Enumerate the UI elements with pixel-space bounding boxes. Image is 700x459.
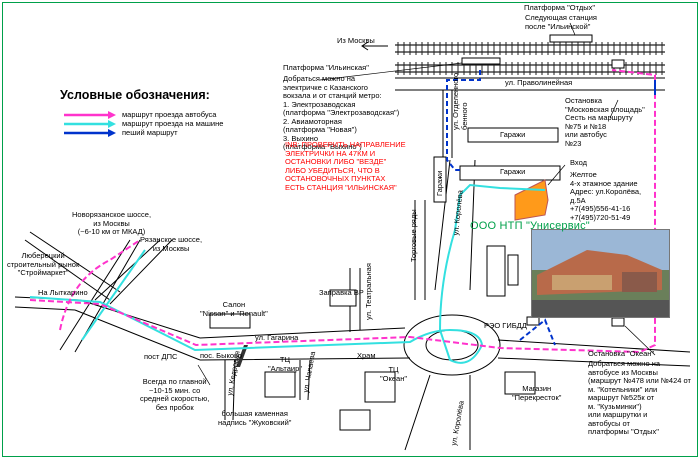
lyubertsy-market: Люберецкий строительный рынок "Строймарк… (7, 251, 80, 277)
platform-ilyinskaya (461, 57, 501, 65)
okean-directions: Добраться можно на автобусе из Москвы (м… (588, 359, 691, 436)
building-photo (531, 229, 670, 318)
stop-moscow-square: Остановка "Московская площадь" Сесть на … (565, 96, 645, 148)
office-building (514, 179, 549, 221)
railway (395, 42, 665, 75)
church: Храм (357, 351, 376, 360)
ryazanskoe-highway: Рязанское шоссе, из Москвы (140, 235, 203, 253)
warning-text: !NB: ПРОВЕРИТЬ НАПРАВЛЕНИЕ ЭЛЕКТРИЧКИ НА… (285, 140, 406, 192)
bykovo-village: пос. Быково (200, 351, 243, 360)
lytkarino-label: На Лыткарино (38, 288, 88, 297)
garages-label-2: Гаражи (500, 167, 526, 176)
garages-label-1: Гаражи (500, 130, 526, 139)
legend-title: Условные обозначения: (60, 88, 210, 102)
next-station-label: Следующая станция после "Ильинской" (525, 13, 597, 31)
okean-stop: Остановка "Океан" (588, 349, 655, 358)
altair-mall: ТЦ "Альтаир" (268, 355, 302, 373)
always-main-road: Всегда по главной ~10-15 мин. со средней… (140, 377, 210, 412)
legend-lines (64, 111, 116, 137)
torgovye-ryady: Торговые ряды (409, 209, 418, 262)
stone-inscription (236, 345, 248, 367)
gagarina-street: ул. Гагарина (255, 333, 299, 342)
buildings (209, 127, 561, 431)
directions-text: Добраться можно на электричке с Казанско… (283, 74, 400, 151)
legend-car-label: маршрут проезда на машине (122, 119, 224, 128)
otdyh-platform-label: Платформа "Отдых" (524, 3, 595, 12)
teatralnaya-street: ул. Театральная (364, 263, 373, 320)
dps-post: пост ДПС (144, 352, 178, 361)
stone-inscription-label: большая каменная надпись "Жуковский" (218, 409, 292, 427)
novoryazanskoe-highway: Новорязанское шоссе, из Москвы (~6-10 км… (72, 210, 152, 236)
perekrestok-store: Магазин "Перекресток" (512, 384, 562, 402)
building-info: Желтое 4-х этажное здание Адрес: ул.Коро… (570, 170, 642, 222)
roads (14, 77, 691, 451)
from-moscow-label: Из Москвы (337, 36, 375, 45)
platform-otdyh (549, 34, 593, 43)
entrance-label: Вход (570, 158, 587, 167)
legend-walk-label: пеший маршрут (122, 128, 178, 137)
walk-route (446, 70, 481, 171)
garages-label-vertical: Гаражи (435, 170, 444, 196)
photo-drawing (532, 230, 669, 317)
okean-mall: ТЦ "Океан" (380, 365, 408, 383)
company-name: ООО НТП "Унисервис" (470, 220, 590, 232)
bus-stops (526, 59, 625, 327)
car-route (29, 183, 546, 364)
ilyinskaya-platform-label: Платформа "Ильинская" (283, 63, 369, 72)
bp-station: Заправка BP (319, 288, 364, 297)
legend-bus-label: маршрут проезда автобуса (122, 110, 217, 119)
pravolineinaya-street: ул. Праволинейная (505, 78, 573, 87)
nissan-renault-salon: Салон "Nissan" и "Renault" (200, 300, 268, 318)
rezo-gibdd: РЭО ГИБДД (484, 321, 527, 330)
bus-route (29, 69, 656, 354)
otdelenny-street: ул. Отделенного бенного (451, 72, 469, 130)
